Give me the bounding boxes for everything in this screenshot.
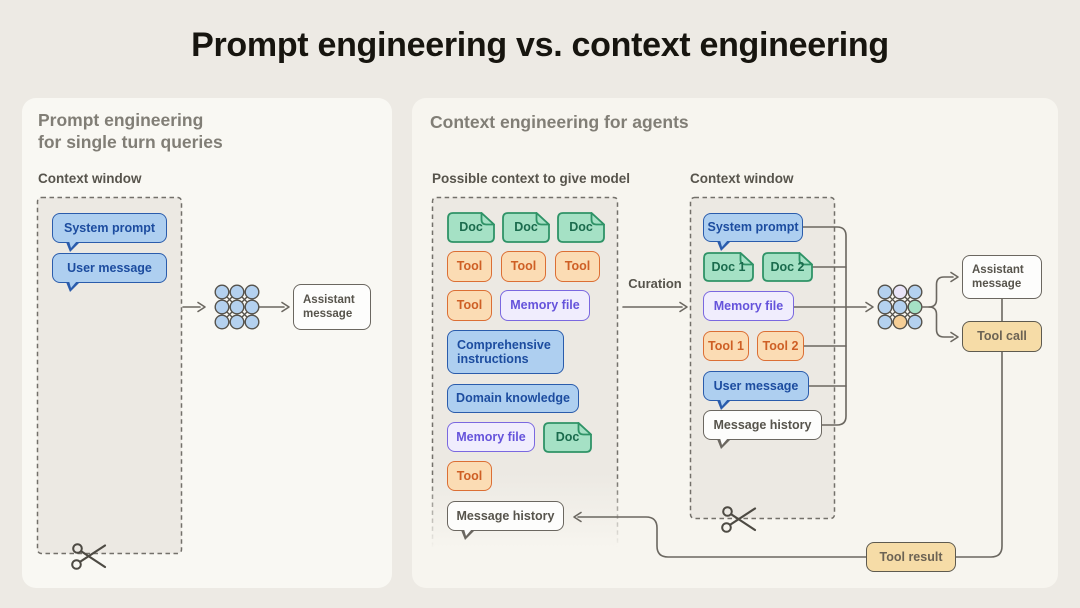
tool-call-box: Tool call	[962, 321, 1042, 352]
doc-file-icon: Doc	[447, 212, 495, 243]
assistant-message-box: Assistant message	[293, 284, 371, 330]
doc-file-icon: Doc 1	[703, 252, 754, 282]
memory-file-box: Memory file	[500, 290, 590, 321]
assistant-message-box: Assistant message	[962, 255, 1042, 299]
tool-box: Tool	[447, 290, 492, 321]
memory-file-box: Memory file	[447, 422, 535, 452]
domain-knowledge-box: Domain knowledge	[447, 384, 579, 413]
page-title: Prompt engineering vs. context engineeri…	[191, 26, 889, 64]
left-context-window-label: Context window	[38, 171, 142, 186]
user-message-bubble: User message	[52, 253, 167, 292]
doc-file-icon: Doc	[557, 212, 605, 243]
memory-file-box: Memory file	[703, 291, 794, 321]
tool-box: Tool	[447, 251, 492, 282]
message-history-bubble: Message history	[703, 410, 822, 449]
system-prompt-bubble: System prompt	[52, 213, 167, 252]
message-history-bubble: Message history	[447, 501, 564, 540]
tool-box: Tool	[447, 461, 492, 491]
system-prompt-bubble: System prompt	[703, 213, 803, 251]
right-panel-heading: Context engineering for agents	[430, 112, 689, 132]
tool-box: Tool 1	[703, 331, 749, 361]
comprehensive-instructions-box: Comprehensive instructions	[447, 330, 564, 374]
doc-file-icon: Doc	[502, 212, 550, 243]
tool-box: Tool 2	[757, 331, 804, 361]
possible-context-label: Possible context to give model	[432, 171, 631, 186]
left-panel-heading-line2: for single turn queries	[38, 131, 223, 152]
tool-result-box: Tool result	[866, 542, 956, 572]
right-context-window-label: Context window	[690, 171, 794, 186]
left-panel-heading: Prompt engineering for single turn queri…	[38, 110, 223, 153]
doc-file-icon: Doc	[543, 422, 592, 453]
left-panel-heading-line1: Prompt engineering	[38, 110, 204, 130]
curation-label: Curation	[628, 276, 682, 291]
tool-box: Tool	[501, 251, 546, 282]
user-message-bubble: User message	[703, 371, 809, 410]
doc-file-icon: Doc 2	[762, 252, 813, 282]
tool-box: Tool	[555, 251, 600, 282]
